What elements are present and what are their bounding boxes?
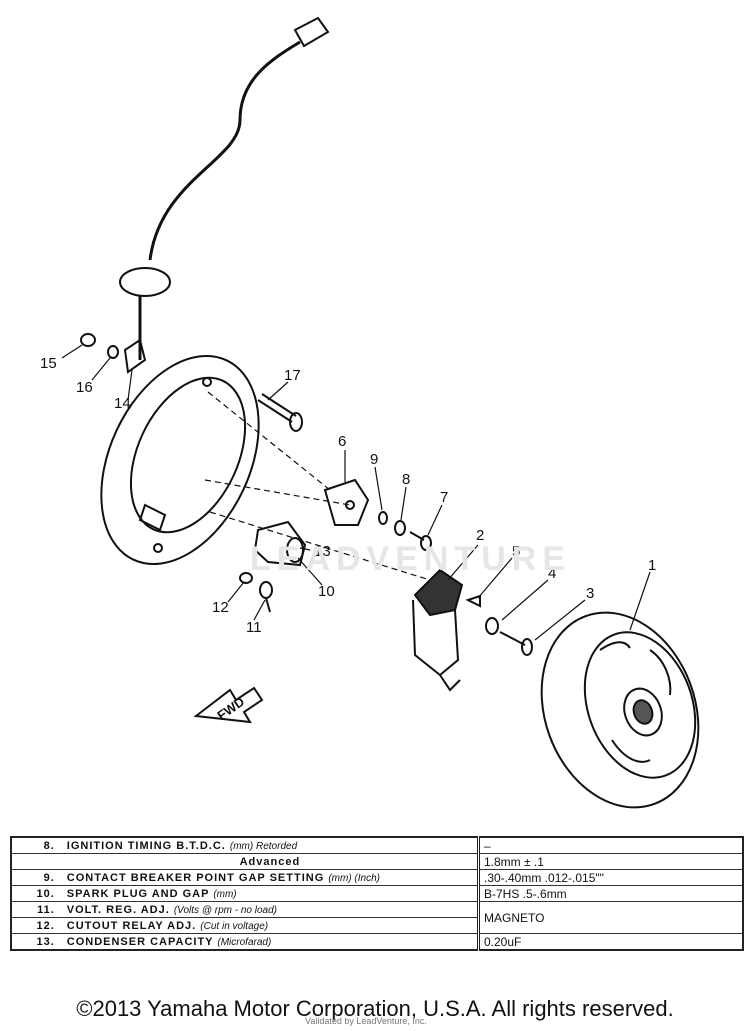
row-label: CONDENSER CAPACITY (Microfarad) [62,933,479,951]
table-row: 10. SPARK PLUG AND GAP (mm) B-7HS .5-.6m… [10,885,744,902]
screw-3 [499,631,533,656]
screw-17 [257,393,303,432]
table-row: 9. CONTACT BREAKER POINT GAP SETTING (mm… [10,869,744,886]
alignment-lines [204,391,431,581]
row-value: 1.8mm ± .1 [477,853,744,870]
callout-8: 8 [402,471,410,488]
row-label-text: IGNITION TIMING B.T.D.C. [66,839,226,852]
row-label-text: VOLT. REG. ADJ. [66,903,170,916]
row-label-unit: (mm) [213,888,237,900]
row-label-text: CUTOUT RELAY ADJ. [66,919,197,932]
washer-8 [394,520,406,536]
flywheel-magneto [540,611,700,809]
row-label: SPARK PLUG AND GAP (mm) [62,885,479,902]
row-label: CUTOUT RELAY ADJ. (Cut in voltage) [62,917,479,934]
callout-17: 17 [284,367,301,384]
callout-10: 10 [318,583,335,600]
row-label-text: CONDENSER CAPACITY [66,935,214,948]
specification-table: 8. IGNITION TIMING B.T.D.C. (mm) Retorde… [10,836,744,951]
exploded-parts-diagram: 1 2 3 4 5 6 7 8 9 10 11 12 13 14 15 16 1… [40,16,700,809]
callout-16: 16 [76,379,93,396]
row-label-unit: (mm) Retorded [229,840,298,852]
leader-lines [61,344,651,641]
callout-15: 15 [40,355,57,372]
wire-harness [119,16,330,360]
callout-2: 2 [476,527,484,544]
washer-16 [107,345,119,359]
callout-1: 1 [648,557,656,574]
row-label: VOLT. REG. ADJ. (Volts @ rpm - no load) [62,901,479,918]
screw-11 [259,581,273,613]
row-value: .30-.40mm .012-.015"" [477,869,744,886]
condenser [253,520,307,567]
row-value: – [477,836,744,854]
row-value: B-7HS .5-.6mm [477,885,744,902]
ignition-coil [412,568,464,692]
table-row: 13. CONDENSER CAPACITY (Microfarad) 0.20… [10,933,744,951]
watermark-small: Validated by LeadVenture, Inc. [305,1016,427,1026]
row-number: 9. [10,869,63,886]
callout-4: 4 [548,565,556,582]
row-number: 13. [10,933,63,951]
row-number [10,853,63,870]
watermark: LEADVENTURE [250,540,572,578]
washer-9 [378,511,388,525]
washer-5 [465,594,481,608]
forward-arrow-icon [193,686,264,724]
table-row: 11. VOLT. REG. ADJ. (Volts @ rpm - no lo… [10,901,744,934]
stator-base-plate [100,355,260,565]
callout-13: 13 [314,543,331,560]
callout-6: 6 [338,433,346,450]
table-row: 8. IGNITION TIMING B.T.D.C. (mm) Retorde… [10,836,744,854]
row-number: 8. [10,836,63,854]
row-label-unit: (Cut in voltage) [200,920,269,932]
row-label: Advanced [62,853,479,870]
callout-11: 11 [246,619,262,636]
row-label-text: SPARK PLUG AND GAP [66,887,210,900]
row-label-text: Advanced [239,855,301,868]
callout-7: 7 [440,489,448,506]
row-number: 10. [10,885,63,902]
row-value: 0.20uF [477,933,744,951]
row-value: MAGNETO [477,901,744,934]
callout-14: 14 [114,395,131,412]
callout-3: 3 [586,585,594,602]
washer-4 [485,617,499,635]
callout-5: 5 [512,543,520,560]
table-row: 12. CUTOUT RELAY ADJ. (Cut in voltage) [10,917,743,934]
row-label: CONTACT BREAKER POINT GAP SETTING (mm) (… [62,869,479,886]
row-label: IGNITION TIMING B.T.D.C. (mm) Retorded [62,836,479,854]
clamp-14 [123,338,147,374]
contact-breaker [323,478,370,526]
row-label-unit: (mm) (Inch) [328,872,380,884]
screw-7 [409,531,432,551]
row-label-text: CONTACT BREAKER POINT GAP SETTING [66,871,325,884]
table-row: Advanced 1.8mm ± .1 [10,853,744,870]
callout-12: 12 [212,599,229,616]
copyright-notice: ©2013 Yamaha Motor Corporation, U.S.A. A… [76,996,674,1021]
row-label-unit: (Microfarad) [217,936,272,948]
screw-15 [80,333,96,347]
row-number: 12. [10,917,63,934]
row-label-unit: (Volts @ rpm - no load) [173,904,277,916]
washer-12 [239,572,253,584]
row-number: 11. [10,901,63,918]
callout-9: 9 [370,451,378,468]
